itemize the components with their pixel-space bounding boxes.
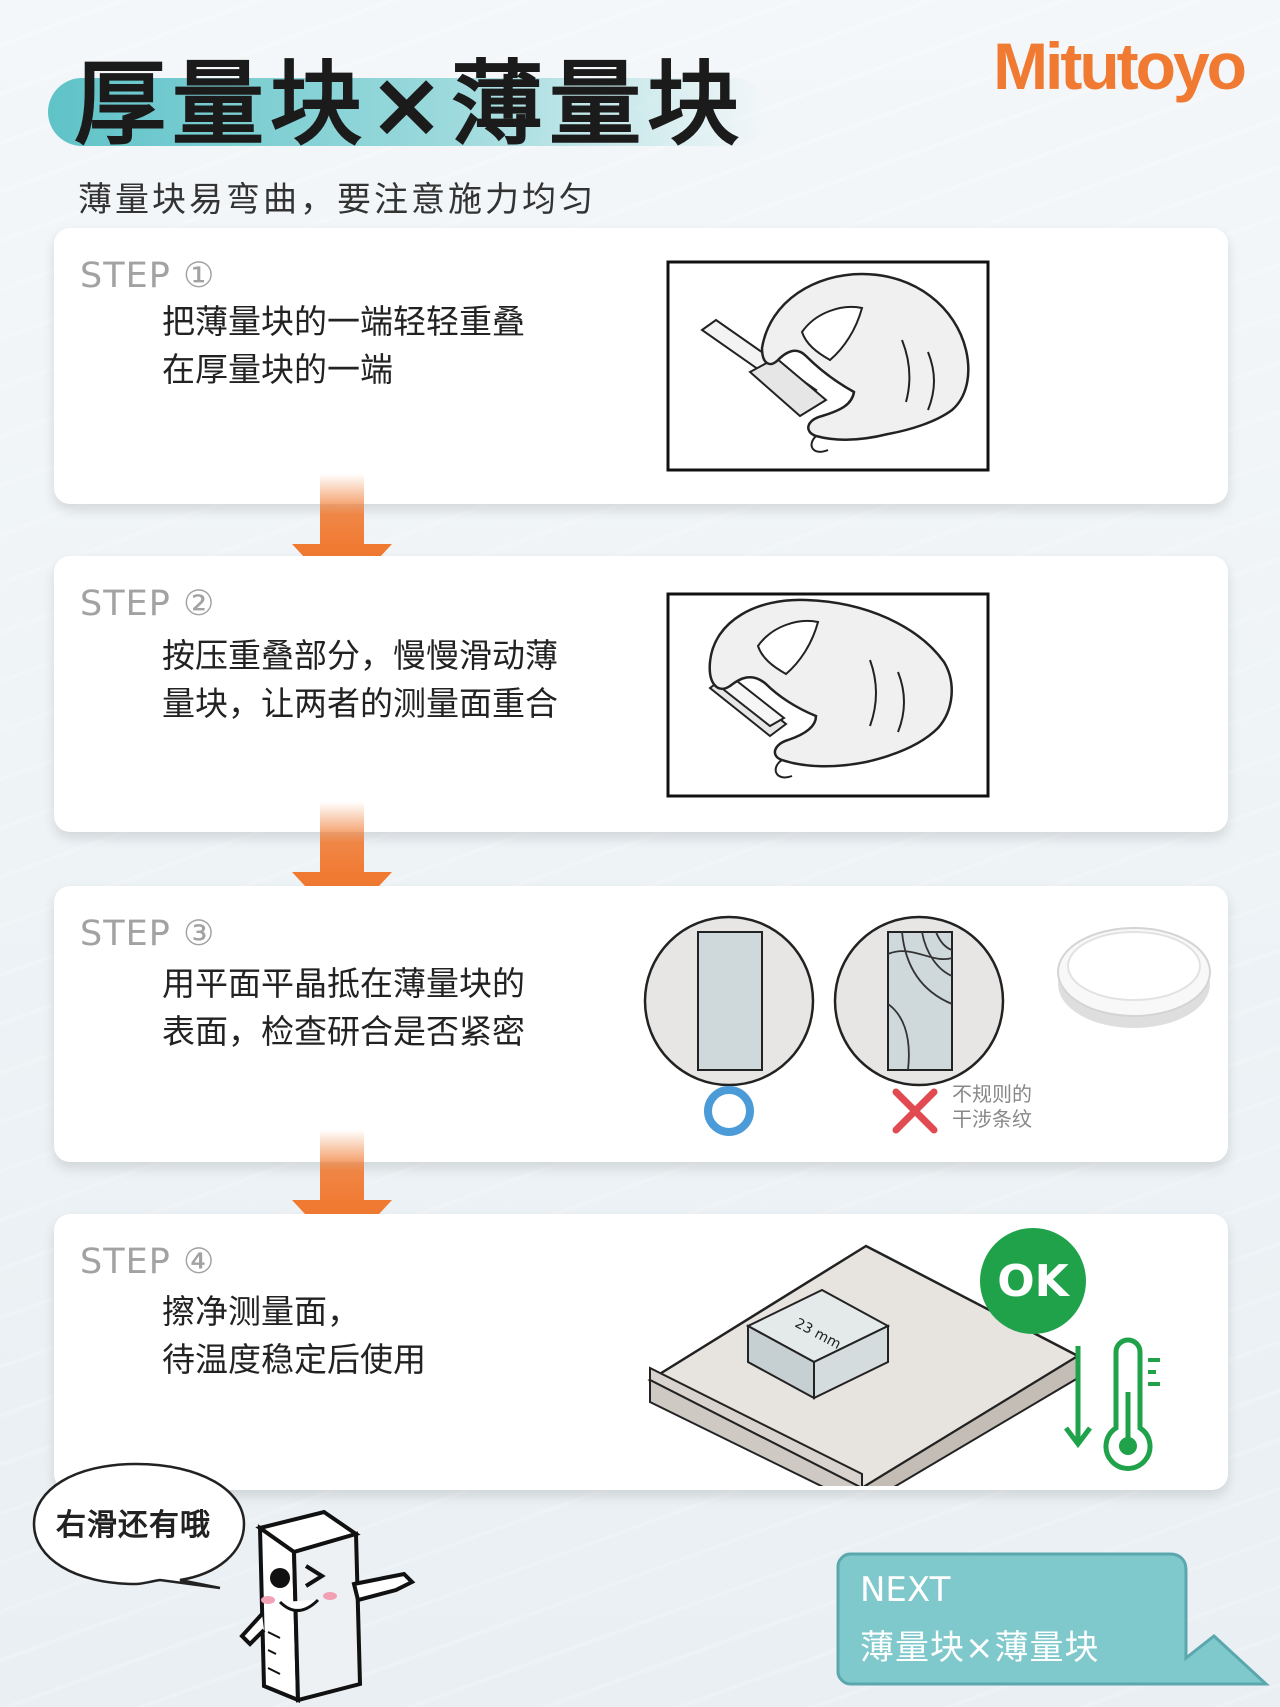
ok-badge: OK: [980, 1228, 1086, 1334]
ng-cross-icon: [892, 1088, 938, 1134]
step-line: 表面，检查研合是否紧密: [162, 1012, 525, 1051]
step-card-3: STEP ③ 用平面平晶抵在薄量块的 表面，检查研合是否紧密 不规则的 干涉条纹: [54, 886, 1228, 1162]
thermometer-icon: [1064, 1337, 1160, 1471]
step-line: 在厚量块的一端: [162, 350, 393, 389]
step-description: 擦净测量面， 待温度稳定后使用: [162, 1288, 426, 1384]
step-description: 把薄量块的一端轻轻重叠 在厚量块的一端: [162, 298, 525, 394]
ok-label: OK: [997, 1255, 1069, 1307]
step-label: STEP ②: [80, 584, 216, 624]
ok-circle-icon: [704, 1086, 754, 1136]
step-line: 用平面平晶抵在薄量块的: [162, 964, 525, 1003]
step-label: STEP ③: [80, 914, 216, 954]
irregular-fringe-illustration: [833, 915, 1005, 1087]
note-line: 不规则的: [952, 1082, 1032, 1106]
page-subtitle: 薄量块易弯曲，要注意施力均匀: [78, 180, 596, 220]
next-label: NEXT: [860, 1570, 951, 1610]
title-band: [48, 78, 768, 146]
mascot-character: [239, 1509, 416, 1704]
hand-slide-illustration: [666, 592, 990, 798]
good-contact-illustration: [643, 915, 815, 1087]
note-line: 干涉条纹: [952, 1107, 1032, 1131]
fringe-note: 不规则的 干涉条纹: [952, 1082, 1032, 1132]
page-title: 厚量块×薄量块: [74, 51, 746, 158]
hand-overlap-illustration: [666, 260, 990, 472]
step-card-2: STEP ② 按压重叠部分，慢慢滑动薄 量块，让两者的测量面重合: [54, 556, 1228, 832]
step-card-4: STEP ④ 擦净测量面， 待温度稳定后使用 23 mm OK: [54, 1214, 1228, 1490]
optical-flat-icon: [1057, 927, 1211, 1028]
speech-bubble: [32, 1462, 246, 1590]
step-card-1: STEP ① 把薄量块的一端轻轻重叠 在厚量块的一端: [54, 228, 1228, 504]
step-line: 按压重叠部分，慢慢滑动薄: [162, 636, 558, 675]
next-card[interactable]: [836, 1552, 1270, 1694]
step-description: 用平面平晶抵在薄量块的 表面，检查研合是否紧密: [162, 960, 525, 1056]
step-line: 待温度稳定后使用: [162, 1340, 426, 1379]
step-line: 把薄量块的一端轻轻重叠: [162, 302, 525, 341]
gauge-block-on-plate-illustration: 23 mm: [647, 1244, 1081, 1486]
speech-text: 右滑还有哦: [56, 1508, 211, 1543]
step-line: 量块，让两者的测量面重合: [162, 684, 558, 723]
next-title: 薄量块×薄量块: [860, 1628, 1100, 1668]
step-label: STEP ④: [80, 1242, 216, 1282]
step-line: 擦净测量面，: [162, 1292, 360, 1331]
step-label: STEP ①: [80, 256, 216, 296]
step-description: 按压重叠部分，慢慢滑动薄 量块，让两者的测量面重合: [162, 632, 558, 728]
brand-logo: Mitutoyo: [993, 29, 1247, 103]
